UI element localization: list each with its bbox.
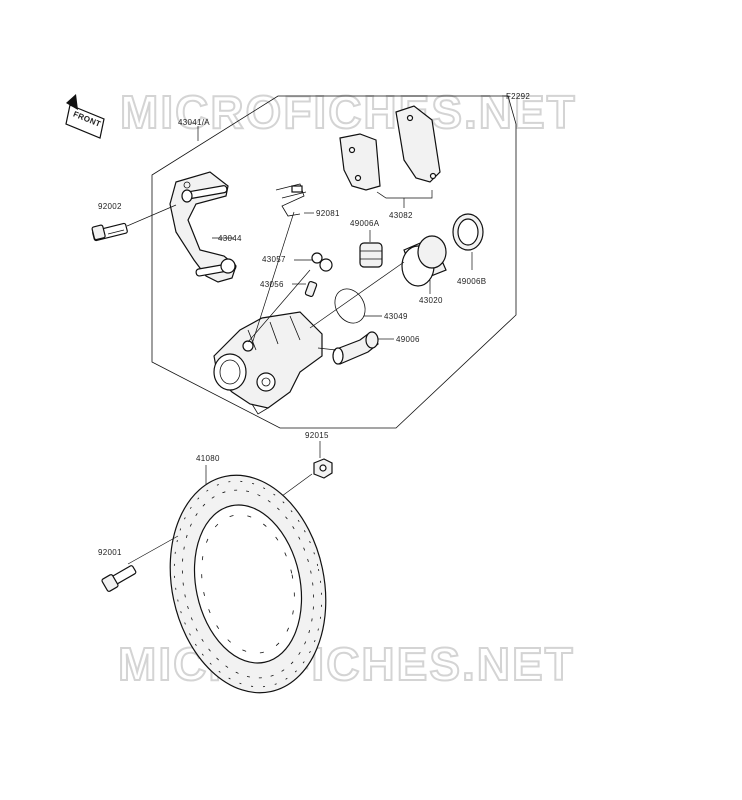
label-bolt-bottom: 92001 — [98, 548, 122, 557]
figure-id: F2292 — [506, 92, 530, 101]
brake-pads — [339, 105, 441, 191]
caliper-body — [213, 311, 323, 415]
label-holder: 43044 — [218, 234, 242, 243]
watermark-bottom: MICROFICHES.NET — [118, 638, 575, 690]
watermark-top: MICROFICHES.NET — [120, 86, 577, 138]
label-pads: 43082 — [389, 211, 413, 220]
front-arrow-icon: FRONT — [65, 94, 105, 139]
slide-pin-boot — [332, 331, 379, 365]
label-piston-seal: 43049 — [384, 312, 408, 321]
bolt-top — [91, 222, 128, 242]
caliper-assembly-boundary — [151, 95, 517, 429]
disc-nut — [313, 458, 333, 479]
label-spring: 92081 — [316, 209, 340, 218]
label-piston: 43020 — [419, 296, 443, 305]
piston — [401, 235, 447, 287]
piston-seal — [334, 288, 366, 324]
caliper-holder-bracket — [169, 171, 237, 283]
label-disc: 41080 — [196, 454, 220, 463]
label-seal-b: 49006B — [457, 277, 486, 286]
bleed-cap — [311, 252, 333, 272]
pad-spring — [275, 183, 307, 217]
label-boot-a: 49006A — [350, 219, 380, 228]
bolt-bottom — [101, 565, 137, 592]
label-bleed-cap: 43057 — [262, 255, 286, 264]
brake-disc — [169, 474, 327, 694]
bleed-valve — [304, 281, 318, 297]
label-nut: 92015 — [305, 431, 329, 440]
label-bleed-valve: 43056 — [260, 280, 284, 289]
label-pin-boot: 49006 — [396, 335, 420, 344]
seal-b — [452, 213, 484, 251]
boot-a — [359, 242, 383, 268]
label-caliper-assy: 43041/A — [178, 118, 210, 127]
label-bolt-top: 92002 — [98, 202, 122, 211]
